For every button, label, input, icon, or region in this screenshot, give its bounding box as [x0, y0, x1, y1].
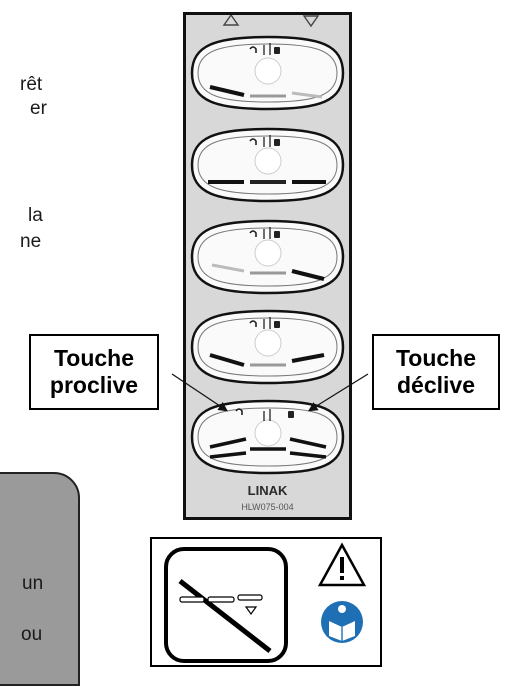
tilt-bed-symbol	[164, 547, 288, 663]
brand-label: LINAK	[247, 483, 288, 498]
model-label: HLW075-004	[241, 502, 294, 512]
text-fragment-2: er	[30, 98, 47, 119]
bed-position-button-2	[190, 127, 345, 203]
down-triangle-icon	[302, 15, 320, 28]
bed-position-button-4	[190, 309, 345, 385]
text-fragment-4: ne	[20, 231, 42, 252]
text-fragment-1: rêt	[20, 74, 43, 95]
callout-proclive-key: Touche proclive	[29, 334, 159, 410]
read-manual-icon	[321, 601, 363, 643]
text-fragment-5: un	[22, 573, 44, 594]
remote-graphic	[190, 15, 345, 475]
text-fragment-6: ou	[21, 624, 43, 645]
up-triangle-icon	[222, 15, 240, 26]
bed-position-button-3	[190, 219, 345, 295]
warning-symbols-panel	[150, 537, 382, 667]
text-fragment-3: la	[28, 205, 43, 226]
remote-control-panel: LINAK HLW075-004	[183, 12, 352, 520]
note-box	[0, 472, 80, 686]
bed-position-button-5	[190, 399, 345, 475]
callout-declive-key: Touche déclive	[372, 334, 500, 410]
bed-position-button-1	[190, 35, 345, 111]
warning-icon	[317, 542, 367, 587]
